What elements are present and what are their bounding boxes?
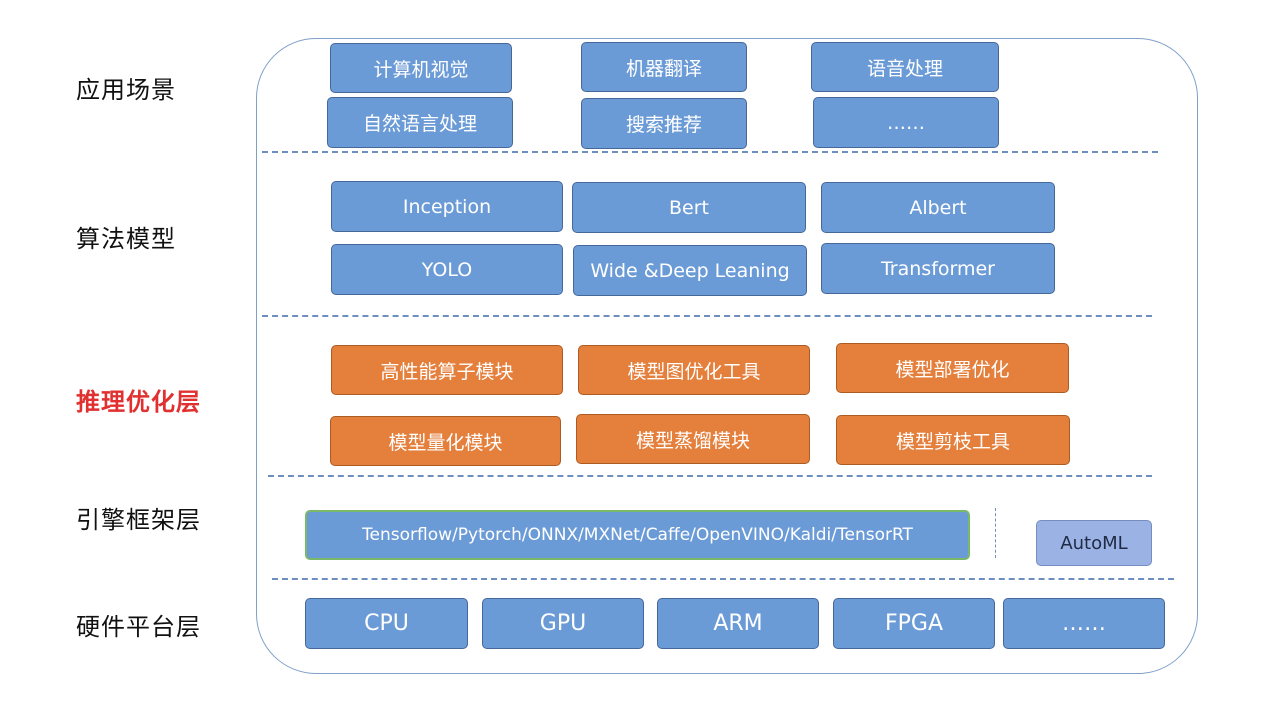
hardware-box: …… xyxy=(1003,598,1165,649)
divider-algorithm-inference xyxy=(262,315,1152,317)
app-box: 机器翻译 xyxy=(581,42,747,92)
app-box: 自然语言处理 xyxy=(327,97,513,148)
model-box: Albert xyxy=(821,182,1055,233)
optimization-box: 模型图优化工具 xyxy=(578,345,810,395)
layer-label-engine: 引擎框架层 xyxy=(76,506,201,534)
architecture-frame xyxy=(256,38,1198,674)
divider-application-algorithm xyxy=(262,151,1158,153)
divider-engine-automl xyxy=(995,508,996,558)
optimization-box: 模型剪枝工具 xyxy=(836,415,1070,465)
hardware-box: CPU xyxy=(305,598,468,649)
model-box: Inception xyxy=(331,181,563,232)
framework-box: Tensorflow/Pytorch/ONNX/MXNet/Caffe/Open… xyxy=(305,510,970,560)
model-box: Wide &Deep Leaning xyxy=(573,245,807,296)
app-box: 计算机视觉 xyxy=(330,43,512,93)
optimization-box: 模型部署优化 xyxy=(836,343,1069,393)
hardware-box: FPGA xyxy=(833,598,995,649)
model-box: Bert xyxy=(572,182,806,233)
app-box: 搜索推荐 xyxy=(581,98,747,149)
optimization-box: 高性能算子模块 xyxy=(331,345,563,395)
divider-inference-engine xyxy=(268,475,1152,477)
layer-label-inference: 推理优化层 xyxy=(76,388,201,416)
app-box: 语音处理 xyxy=(811,42,999,92)
layer-label-hardware: 硬件平台层 xyxy=(76,613,201,641)
model-box: YOLO xyxy=(331,244,563,295)
model-box: Transformer xyxy=(821,243,1055,294)
hardware-box: ARM xyxy=(657,598,819,649)
optimization-box: 模型蒸馏模块 xyxy=(576,414,810,464)
optimization-box: 模型量化模块 xyxy=(330,416,561,466)
divider-engine-hardware xyxy=(272,578,1174,580)
app-box: …… xyxy=(813,97,999,148)
hardware-box: GPU xyxy=(482,598,644,649)
automl-box: AutoML xyxy=(1036,520,1152,566)
layer-label-algorithm: 算法模型 xyxy=(76,225,176,253)
layer-label-application: 应用场景 xyxy=(76,76,176,104)
